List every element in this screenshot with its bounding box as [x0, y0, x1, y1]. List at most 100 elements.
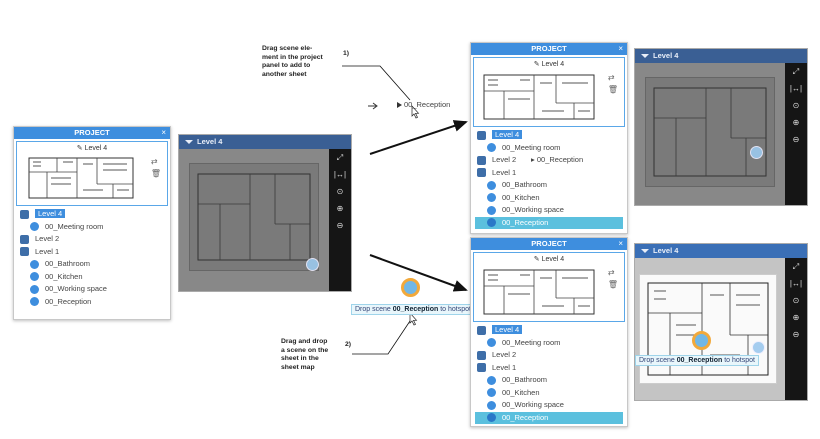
leader-line-1 — [342, 65, 411, 101]
globe-icon — [30, 297, 39, 307]
fit-width-icon[interactable]: |↔| — [333, 170, 347, 179]
swap-icon[interactable]: ⇄ — [607, 73, 615, 82]
fit-width-icon[interactable]: |↔| — [789, 279, 803, 288]
zoom-reset-icon[interactable]: ⊙ — [792, 296, 800, 305]
tree-scene[interactable]: 00_Kitchen — [18, 271, 166, 284]
zoom-reset-icon[interactable]: ⊙ — [792, 101, 800, 110]
leader-line-2 — [352, 317, 413, 355]
sheet-viewer-left: Level 4 ⤢ |↔| ⊙ ⊕ ⊖ — [178, 134, 352, 292]
zoom-in-icon[interactable]: ⊕ — [792, 313, 800, 322]
trash-icon[interactable]: 🗑 — [150, 169, 161, 178]
floorplan-map[interactable] — [645, 77, 775, 187]
expand-icon[interactable]: ⤢ — [792, 262, 800, 271]
drag-ghost: ▸ 00_Reception — [531, 155, 584, 164]
layers-icon — [20, 234, 29, 244]
swap-icon[interactable]: ⇄ — [607, 268, 615, 277]
zoom-out-icon[interactable]: ⊖ — [336, 221, 344, 230]
close-icon[interactable]: × — [618, 44, 623, 53]
small-arrow-1 — [368, 102, 378, 110]
zoom-out-icon[interactable]: ⊖ — [792, 330, 800, 339]
sheet-thumbnail[interactable]: ✎ Level 4 ⇄🗑 — [473, 57, 625, 127]
tree-level[interactable]: Level 1 — [475, 167, 623, 180]
project-panel-top: PROJECT× ✎ Level 4 ⇄🗑 Level 4 00_Meeting… — [470, 42, 628, 234]
hotspot-drag-preview[interactable] — [401, 278, 420, 297]
globe-icon — [487, 413, 496, 423]
tree-scene[interactable]: 00_Working space — [475, 399, 623, 412]
viewer-toolbar: ⤢ |↔| ⊙ ⊕ ⊖ — [785, 63, 807, 205]
tree-scene[interactable]: 00_Meeting room — [475, 337, 623, 350]
close-icon[interactable]: × — [618, 239, 623, 248]
tree-level[interactable]: Level 4 — [18, 208, 166, 221]
tree-scene[interactable]: 00_Kitchen — [475, 387, 623, 400]
zoom-in-icon[interactable]: ⊕ — [336, 204, 344, 213]
swap-icon[interactable]: ⇄ — [150, 157, 158, 166]
hotspot-drop-target[interactable] — [692, 331, 711, 350]
zoom-in-icon[interactable]: ⊕ — [792, 118, 800, 127]
tree-scene[interactable]: 00_Bathroom — [475, 179, 623, 192]
layers-icon — [20, 209, 29, 219]
tree-scene-selected[interactable]: 00_Reception — [475, 411, 623, 424]
expand-icon[interactable]: ⤢ — [792, 67, 800, 76]
sheet-viewer-bottom: Level 4 ⤢ |↔| ⊙ ⊕ ⊖ — [634, 243, 808, 401]
hotspot-marker[interactable] — [750, 146, 763, 159]
close-icon[interactable]: × — [161, 128, 166, 137]
globe-icon — [487, 400, 496, 410]
tree-scene[interactable]: 00_Working space — [18, 283, 166, 296]
thumbnail-actions: ⇄🗑 — [151, 156, 161, 180]
globe-icon — [487, 143, 496, 153]
tree-level[interactable]: Level 2 — [475, 349, 623, 362]
arrow-to-top-panel — [369, 120, 468, 155]
sheet-thumbnail[interactable]: ✎ Level 4 ⇄🗑 — [16, 141, 168, 206]
zoom-out-icon[interactable]: ⊖ — [792, 135, 800, 144]
floorplan-thumb-icon — [28, 157, 134, 199]
sheet-header[interactable]: Level 4 — [179, 135, 351, 149]
tree-level[interactable]: Level 2▸ 00_Reception — [475, 154, 623, 167]
drop-tooltip: Drop scene 00_Reception to hotspot — [351, 304, 475, 315]
hotspot-marker[interactable] — [306, 258, 319, 271]
tree-scene[interactable]: 00_Working space — [475, 204, 623, 217]
tree-level[interactable]: Level 1 — [18, 246, 166, 259]
level-tree: Level 4 00_Meeting room Level 2 Level 1 … — [14, 206, 170, 310]
layers-icon — [477, 155, 486, 165]
trash-icon[interactable]: 🗑 — [607, 280, 618, 289]
sheet-header[interactable]: Level 4 — [635, 49, 807, 63]
tree-level[interactable]: Level 2 — [18, 233, 166, 246]
tree-scene[interactable]: 00_Bathroom — [18, 258, 166, 271]
floorplan-thumb-icon — [483, 269, 595, 315]
expand-icon[interactable]: ⤢ — [336, 153, 344, 162]
viewer-toolbar: ⤢ |↔| ⊙ ⊕ ⊖ — [785, 258, 807, 400]
sheet-header[interactable]: Level 4 — [635, 244, 807, 258]
floorplan-icon — [653, 87, 767, 177]
tree-scene-selected[interactable]: 00_Reception — [475, 216, 623, 229]
tree-level[interactable]: Level 1 — [475, 362, 623, 375]
globe-icon — [30, 284, 39, 294]
hotspot-marker[interactable] — [752, 341, 765, 354]
tree-level[interactable]: Level 4 — [475, 324, 623, 337]
project-panel-left: PROJECT× ✎ Level 4 ⇄🗑 Level 4 00_Meeting… — [13, 126, 171, 320]
globe-icon — [487, 218, 496, 228]
globe-icon — [30, 259, 39, 269]
layers-icon — [477, 350, 486, 360]
globe-icon — [487, 205, 496, 215]
zoom-reset-icon[interactable]: ⊙ — [336, 187, 344, 196]
project-panel-header: PROJECT× — [471, 238, 627, 250]
floorplan-icon — [197, 173, 311, 261]
tree-scene[interactable]: 00_Meeting room — [18, 221, 166, 234]
layers-icon — [477, 130, 486, 140]
tree-scene[interactable]: 00_Meeting room — [475, 142, 623, 155]
globe-icon — [487, 193, 496, 203]
tree-level[interactable]: Level 4 — [475, 129, 623, 142]
fit-width-icon[interactable]: |↔| — [789, 84, 803, 93]
arrow-to-bottom-panel — [369, 254, 468, 292]
tree-scene[interactable]: 00_Kitchen — [475, 192, 623, 205]
tree-scene[interactable]: 00_Reception — [18, 296, 166, 309]
floorplan-map[interactable] — [189, 163, 319, 271]
step2-annotation: Drag and drop a scene on the sheet in th… — [281, 338, 329, 371]
floorplan-map[interactable] — [639, 274, 777, 384]
thumbnail-label: ✎ Level 4 — [76, 145, 108, 152]
layers-icon — [477, 325, 486, 335]
layers-icon — [477, 168, 486, 178]
trash-icon[interactable]: 🗑 — [607, 85, 618, 94]
sheet-thumbnail[interactable]: ✎ Level 4 ⇄🗑 — [473, 252, 625, 322]
tree-scene[interactable]: 00_Bathroom — [475, 374, 623, 387]
